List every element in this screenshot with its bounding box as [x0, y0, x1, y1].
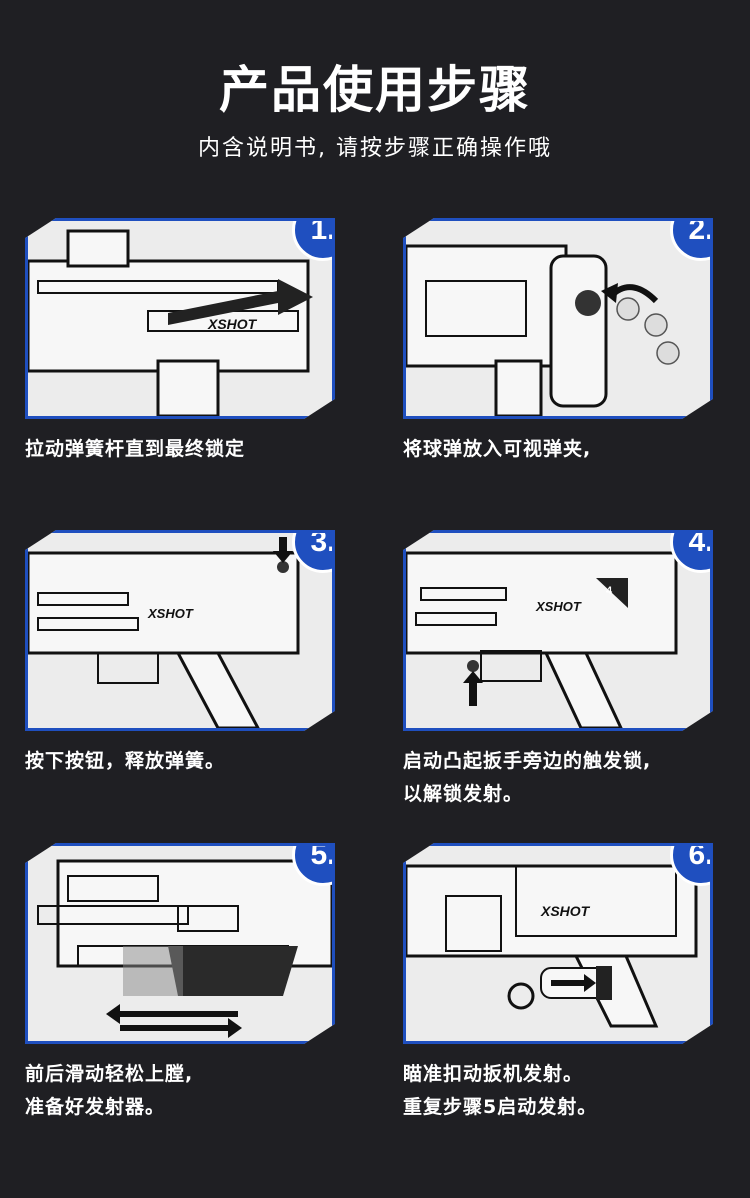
xshot-logo: XSHOT — [535, 599, 582, 614]
step-4-illustration: 4 XSHOT 4. — [403, 530, 713, 731]
blaster-rear-illustration: XSHOT — [28, 229, 313, 416]
step-4-line-1: 启动凸起扳手旁边的触发锁, — [403, 750, 652, 772]
step-3: XSHOT 3. 按下按钮，释放弹簧。 — [25, 530, 335, 778]
page-title: 产品使用步骤 — [219, 61, 531, 119]
step-6-line-1: 瞄准扣动扳机发射。 — [403, 1063, 584, 1085]
step-6-illustration: XSHOT 6. — [403, 843, 713, 1044]
slide-pump-illustration — [37, 859, 332, 1038]
trigger-lock-illustration: 4 XSHOT — [406, 551, 678, 728]
xshot-logo: XSHOT — [540, 903, 591, 919]
step-2-line-1: 将球弹放入可视弹夹, — [403, 438, 592, 460]
step-1-illustration: XSHOT 1. — [25, 218, 335, 419]
step-1-line-1: 拉动弹簧杆直到最终锁定 — [25, 438, 246, 460]
page-subtitle: 内含说明书, 请按步骤正确操作哦 — [198, 136, 552, 161]
xshot-logo: XSHOT — [207, 316, 258, 332]
step-3-line-1: 按下按钮，释放弹簧。 — [25, 750, 226, 772]
step-5: 5. 前后滑动轻松上膛, 准备好发射器。 — [25, 843, 335, 1124]
xshot-logo: XSHOT — [147, 606, 194, 621]
magazine-loading-illustration — [406, 244, 680, 416]
step-4-caption: 启动凸起扳手旁边的触发锁, 以解锁发射。 — [403, 745, 713, 811]
step-6-line-2: 重复步骤5启动发射。 — [403, 1096, 598, 1118]
step-4-line-2: 以解锁发射。 — [403, 783, 524, 805]
step-3-caption: 按下按钮，释放弹簧。 — [25, 745, 335, 778]
step-5-line-1: 前后滑动轻松上膛, — [25, 1063, 194, 1085]
trigger-fire-illustration: XSHOT — [406, 864, 698, 1028]
step-5-illustration: 5. — [25, 843, 335, 1044]
step-3-illustration: XSHOT 3. — [25, 530, 335, 731]
step-6-caption: 瞄准扣动扳机发射。 重复步骤5启动发射。 — [403, 1058, 713, 1124]
release-button-illustration: XSHOT — [28, 537, 300, 728]
step-5-line-2: 准备好发射器。 — [25, 1096, 166, 1118]
trigger-lock-tag: 4 — [606, 585, 613, 597]
step-4: 4 XSHOT 4. 启动凸起扳手旁边的触发锁, 以解锁发射。 — [403, 530, 713, 811]
step-6-badge: 6. — [670, 846, 710, 886]
step-5-caption: 前后滑动轻松上膛, 准备好发射器。 — [25, 1058, 335, 1124]
step-2: 2. 将球弹放入可视弹夹, — [403, 218, 713, 466]
step-1-caption: 拉动弹簧杆直到最终锁定 — [25, 433, 335, 466]
step-2-badge: 2. — [670, 221, 710, 261]
step-2-caption: 将球弹放入可视弹夹, — [403, 433, 713, 466]
step-6: XSHOT 6. 瞄准扣动扳机发射。 重复步骤5启动发射。 — [403, 843, 713, 1124]
step-1-badge: 1. — [292, 221, 332, 261]
step-2-illustration: 2. — [403, 218, 713, 419]
step-1: XSHOT 1. 拉动弹簧杆直到最终锁定 — [25, 218, 335, 466]
